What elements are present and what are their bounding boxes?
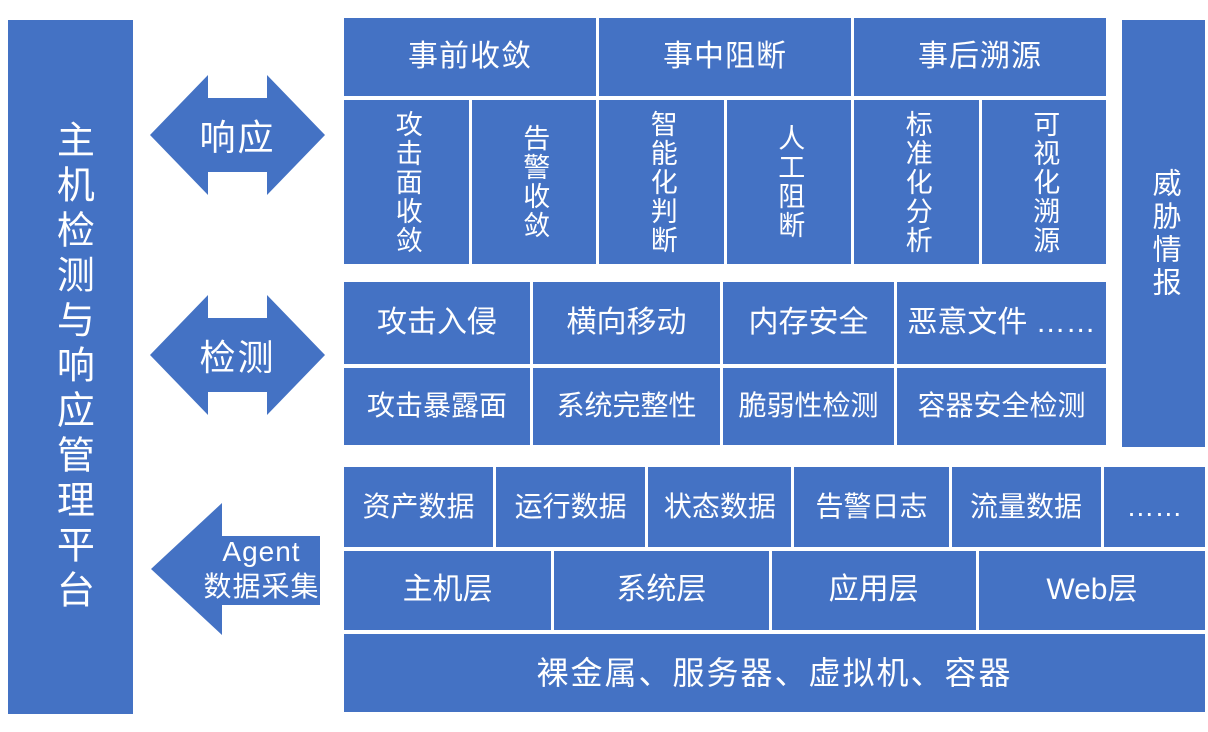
double-arrow-icon	[150, 75, 325, 195]
cell-asset-data: 资产数据	[344, 467, 494, 547]
cell-attack-surface-convergence: 攻击面收敛	[344, 100, 469, 264]
response-sub-row: 攻击面收敛 告警收敛 智能化判断 人工阻断 标准化分析 可视化溯源	[344, 100, 1106, 264]
cell-web-layer: Web层	[978, 551, 1205, 630]
platform-title-bar: 主机检测与响应管理平台	[8, 20, 133, 714]
threat-intel-bar: 威胁情报	[1122, 20, 1205, 447]
cell-attack-exposure: 攻击暴露面	[344, 368, 530, 445]
cell-infrastructure: 裸金属、服务器、虚拟机、容器	[344, 634, 1205, 712]
arrow-response: 响应	[150, 75, 325, 195]
cell-malicious-files: 恶意文件 ……	[897, 282, 1106, 364]
cell-status-data: 状态数据	[648, 467, 792, 547]
header-pre-event: 事前收敛	[344, 18, 596, 96]
cell-host-layer: 主机层	[344, 551, 552, 630]
header-post-event: 事后溯源	[854, 18, 1106, 96]
cell-more-data: ……	[1103, 467, 1206, 547]
cell-alert-convergence: 告警收敛	[471, 100, 596, 264]
layers-row: 主机层 系统层 应用层 Web层	[344, 551, 1205, 630]
left-arrow-icon	[151, 503, 320, 635]
cell-manual-blocking: 人工阻断	[726, 100, 851, 264]
arrow-detection: 检测	[150, 295, 325, 415]
cell-system-integrity: 系统完整性	[533, 368, 720, 445]
data-types-row: 资产数据 运行数据 状态数据 告警日志 流量数据 ……	[344, 467, 1206, 547]
arrow-agent-label-line1: Agent	[222, 536, 301, 567]
cell-standardized-analysis: 标准化分析	[854, 100, 979, 264]
cell-lateral-movement: 横向移动	[533, 282, 720, 364]
data-collection-section: 资产数据 运行数据 状态数据 告警日志 流量数据 …… 主机层 系统层 应用层 …	[344, 467, 1206, 712]
double-arrow-icon	[150, 295, 325, 415]
detection-section: 攻击入侵 横向移动 内存安全 恶意文件 …… 攻击暴露面 系统完整性 脆弱性检测…	[344, 282, 1106, 445]
cell-alert-logs: 告警日志	[794, 467, 949, 547]
header-mid-event: 事中阻断	[599, 18, 851, 96]
arrow-response-label: 响应	[199, 117, 276, 158]
threat-intel-title: 威胁情报	[1148, 167, 1181, 300]
cell-vulnerability-detection: 脆弱性检测	[723, 368, 894, 445]
arrow-detection-label: 检测	[199, 337, 276, 378]
arrow-agent-label-line2: 数据采集	[203, 571, 320, 602]
cell-system-layer: 系统层	[554, 551, 769, 630]
cell-attack-intrusion: 攻击入侵	[344, 282, 530, 364]
response-header-row: 事前收敛 事中阻断 事后溯源	[344, 18, 1106, 96]
cell-application-layer: 应用层	[771, 551, 976, 630]
arrow-agent-collection: Agent 数据采集	[151, 503, 320, 635]
cell-memory-security: 内存安全	[723, 282, 894, 364]
arrow-agent-label: Agent 数据采集	[151, 503, 320, 635]
cell-visual-tracing: 可视化溯源	[981, 100, 1106, 264]
detection-row-1: 攻击入侵 横向移动 内存安全 恶意文件 ……	[344, 282, 1106, 364]
detection-row-2: 攻击暴露面 系统完整性 脆弱性检测 容器安全检测	[344, 368, 1106, 445]
cell-runtime-data: 运行数据	[496, 467, 646, 547]
cell-container-security: 容器安全检测	[897, 368, 1106, 445]
cell-traffic-data: 流量数据	[951, 467, 1101, 547]
response-section: 事前收敛 事中阻断 事后溯源 攻击面收敛 告警收敛 智能化判断 人工阻断 标准化…	[344, 18, 1106, 264]
platform-title: 主机检测与响应管理平台	[50, 119, 93, 615]
infrastructure-row: 裸金属、服务器、虚拟机、容器	[344, 634, 1205, 712]
cell-intelligent-judgment: 智能化判断	[599, 100, 724, 264]
